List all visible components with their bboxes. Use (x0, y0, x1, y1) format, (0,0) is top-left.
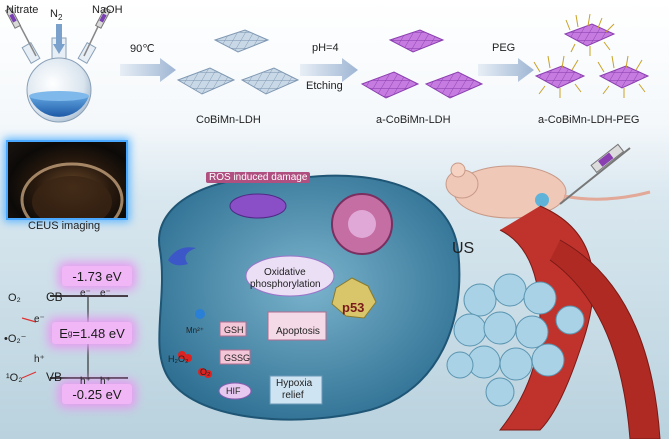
ceus-label: CEUS imaging (28, 220, 101, 232)
ros-label: ROS induced damage (206, 172, 311, 183)
superoxide-label: •O₂⁻ (4, 333, 27, 345)
arrow-1 (120, 58, 176, 82)
cb-electron-1: e⁻ (80, 288, 91, 299)
cell-illustration (158, 174, 461, 421)
a-ldh-plates (360, 29, 484, 99)
electron-label: e⁻ (34, 314, 45, 325)
singlet-oxygen-label: ¹O₂ (6, 372, 23, 384)
cb-electron-2: e⁻ (100, 288, 111, 299)
hole-label: h⁺ (34, 354, 45, 365)
o2-cell-label: O₂ (200, 367, 211, 377)
peg-label: PEG (492, 42, 516, 54)
hypoxia-label-2: relief (282, 390, 304, 401)
mouse-and-vessel (445, 143, 661, 439)
o2-label: O₂ (8, 292, 21, 304)
cb-energy-box: -1.73 eV (62, 266, 132, 286)
n2-label: N2 (50, 8, 63, 23)
h2o2-label: H₂O₂ (168, 354, 189, 364)
etching-label: Etching (306, 80, 343, 92)
arrow-2 (300, 58, 358, 82)
synthesis-row (4, 7, 650, 123)
gsh-label: GSH (224, 325, 244, 335)
a-ldh-label: a-CoBiMn-LDH (376, 114, 451, 126)
vb-hole-2: h⁺ (100, 376, 111, 387)
arrow-3 (478, 58, 534, 82)
ph-label: pH=4 (312, 42, 339, 54)
ldh-label: CoBiMn-LDH (196, 114, 261, 126)
a-ldh-peg-label: a-CoBiMn-LDH-PEG (538, 114, 640, 126)
vb-energy-box: -0.25 eV (62, 384, 132, 404)
nitrate-label: Nitrate (6, 4, 39, 16)
a-ldh-peg-plates (533, 13, 650, 98)
flask-illustration (4, 7, 112, 123)
p53-label: p53 (342, 300, 365, 315)
oxphos-label-1: Oxidative (264, 267, 306, 278)
vb-label: VB (46, 370, 63, 384)
hypoxia-label-1: Hypoxia (276, 378, 313, 389)
vb-hole-1: h⁺ (80, 376, 91, 387)
cb-label: CB (46, 290, 63, 304)
us-label: US (452, 240, 475, 257)
hif-label: HIF (226, 386, 241, 396)
ldh-plates (176, 29, 300, 95)
apoptosis-label: Apoptosis (276, 326, 320, 337)
gssg-label: GSSG (224, 353, 251, 363)
ceus-image (6, 140, 128, 220)
oxphos-label-2: phosphorylation (250, 279, 321, 290)
mn-label: Mn²⁺ (186, 326, 204, 335)
temperature-label: 90℃ (130, 43, 155, 55)
naoh-label: NaOH (92, 4, 123, 16)
